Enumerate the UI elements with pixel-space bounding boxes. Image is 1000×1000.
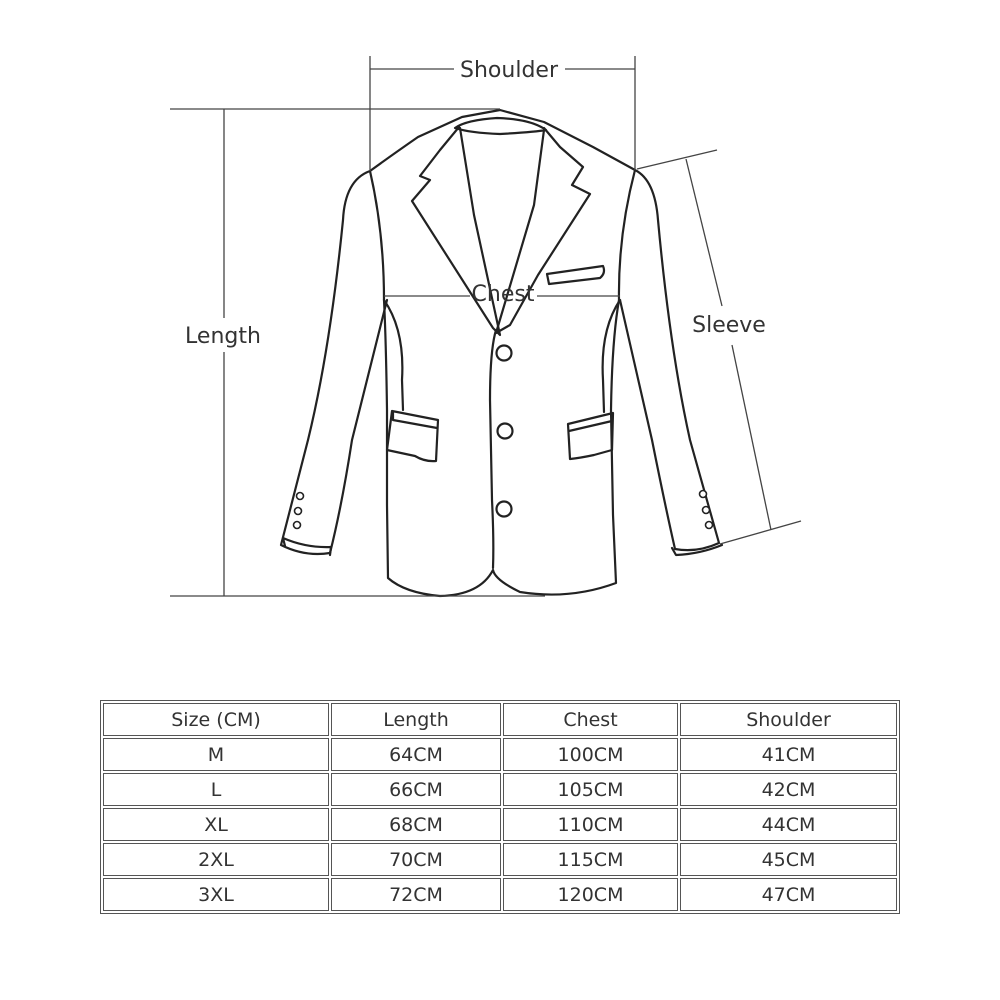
table-row: 3XL 72CM 120CM 47CM <box>103 878 897 911</box>
table-row: M 64CM 100CM 41CM <box>103 738 897 771</box>
table-cell: 44CM <box>680 808 897 841</box>
table-cell: 120CM <box>503 878 678 911</box>
table-header-row: Size (CM) Length Chest Shoulder <box>103 703 897 736</box>
table-cell: 68CM <box>331 808 501 841</box>
sleeve-measure-line <box>731 344 772 531</box>
left-sleeve-button <box>292 520 302 530</box>
left-flap-pocket <box>385 409 440 463</box>
right-flap-pocket <box>566 411 615 461</box>
front-button-bottom <box>495 500 513 518</box>
table-cell: 70CM <box>331 843 501 876</box>
table-row: 2XL 70CM 115CM 45CM <box>103 843 897 876</box>
right-cuff <box>670 543 724 557</box>
length-label: Length <box>185 324 261 349</box>
breast-pocket <box>545 264 606 286</box>
table-cell: M <box>103 738 329 771</box>
right-sleeve-button <box>698 489 708 499</box>
jacket-body-outline <box>368 108 637 598</box>
table-cell: L <box>103 773 329 806</box>
table-cell: 72CM <box>331 878 501 911</box>
shoulder-label: Shoulder <box>460 58 559 83</box>
table-cell: 100CM <box>503 738 678 771</box>
table-row: XL 68CM 110CM 44CM <box>103 808 897 841</box>
table-header-cell: Length <box>331 703 501 736</box>
table-header-cell: Chest <box>503 703 678 736</box>
table-cell: 47CM <box>680 878 897 911</box>
sleeve-tick-bottom <box>719 520 802 545</box>
sleeve-label: Sleeve <box>692 313 766 338</box>
table-row: L 66CM 105CM 42CM <box>103 773 897 806</box>
collar-back <box>453 116 548 136</box>
jacket-left-sleeve <box>279 169 389 556</box>
jacket-measurement-diagram: Shoulder Length Chest Sleeve <box>170 56 802 598</box>
table-cell: 41CM <box>680 738 897 771</box>
table-cell: XL <box>103 808 329 841</box>
table-header-cell: Size (CM) <box>103 703 329 736</box>
back-side-seam-right <box>601 298 622 414</box>
size-chart-table: Size (CM) Length Chest Shoulder M 64CM 1… <box>100 700 900 914</box>
left-sleeve-button <box>293 506 303 516</box>
table-cell: 42CM <box>680 773 897 806</box>
right-sleeve-button <box>704 520 714 530</box>
right-lapel <box>494 126 592 335</box>
sleeve-tick-top <box>636 149 718 170</box>
table-cell: 66CM <box>331 773 501 806</box>
table-cell: 3XL <box>103 878 329 911</box>
left-sleeve-button <box>295 491 305 501</box>
left-lapel <box>410 125 502 337</box>
table-cell: 64CM <box>331 738 501 771</box>
table-cell: 2XL <box>103 843 329 876</box>
table-cell: 115CM <box>503 843 678 876</box>
front-button-middle <box>496 422 514 440</box>
chest-label: Chest <box>472 282 535 307</box>
jacket-right-sleeve <box>618 168 721 552</box>
sleeve-measure-line <box>685 158 723 307</box>
back-side-seam-left <box>382 298 405 412</box>
table-cell: 105CM <box>503 773 678 806</box>
left-cuff <box>281 536 333 557</box>
front-edge <box>488 328 498 570</box>
table-cell: 45CM <box>680 843 897 876</box>
table-header-cell: Shoulder <box>680 703 897 736</box>
table-cell: 110CM <box>503 808 678 841</box>
front-button-top <box>495 344 513 362</box>
right-sleeve-button <box>701 505 711 515</box>
